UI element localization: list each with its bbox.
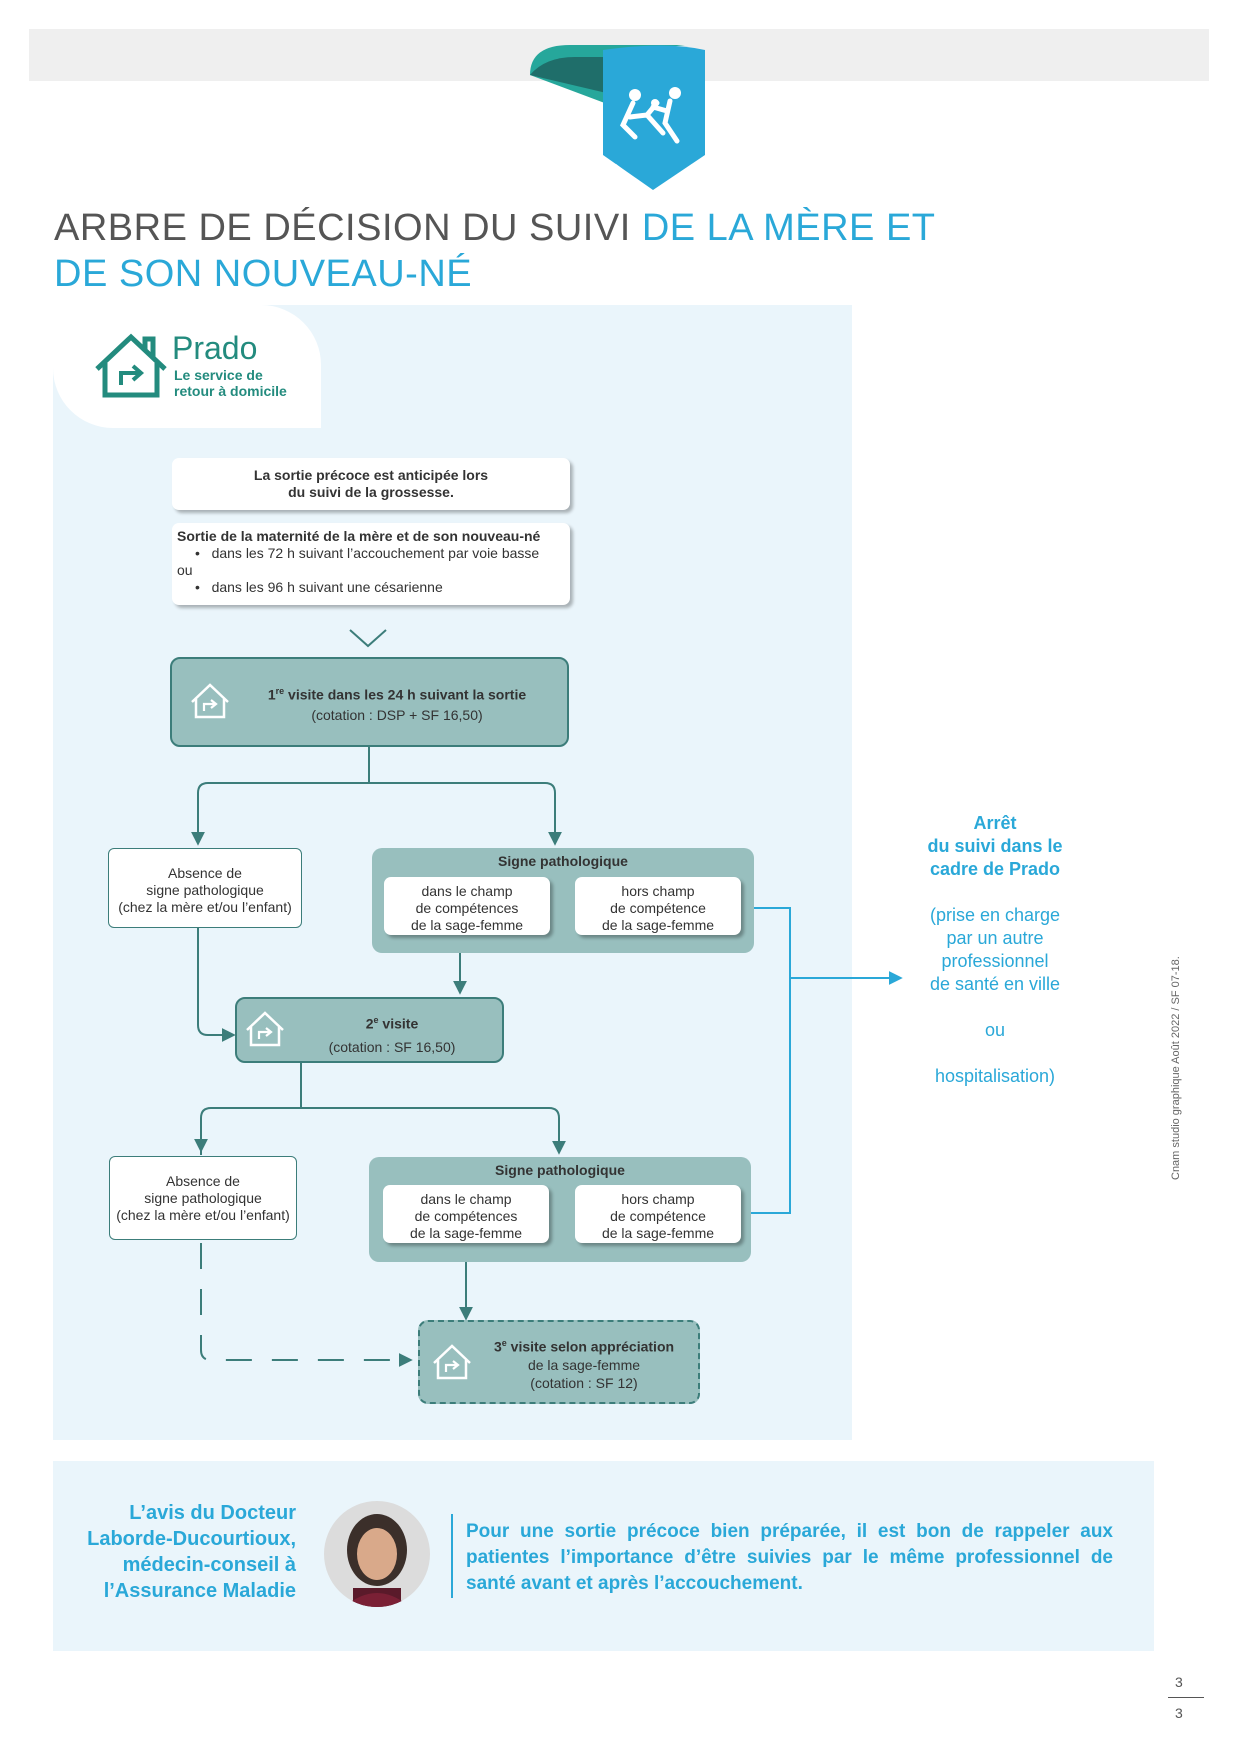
pathology1-title: Signe pathologique — [498, 853, 628, 869]
author-line3: médecin-conseil à — [122, 1554, 296, 1576]
stop-or: ou — [984, 1020, 1006, 1040]
stop-paren3: professionnel — [941, 951, 1049, 971]
in1-line2: de compétences — [415, 900, 519, 916]
stop-paren2: par un autre — [946, 928, 1044, 948]
stop-paren5: hospitalisation) — [934, 1066, 1056, 1086]
title-line2: DE SON NOUVEAU-NÉ — [54, 253, 473, 295]
doctor-note — [53, 1461, 1154, 1651]
prado-tagline-line1: Le service de — [174, 367, 263, 383]
out1-line1: hors champ — [621, 883, 695, 899]
absence-box-1: Absence de signe pathologique (chez la m… — [108, 848, 302, 928]
visit2-box: 2e visite (cotation : SF 16,50) — [235, 997, 504, 1063]
in1-line1: dans le champ — [421, 883, 513, 899]
visit1-box: 1re visite dans les 24 h suivant la sort… — [170, 657, 569, 747]
prado-name: Prado — [172, 330, 258, 366]
absence1-line3: (chez la mère et/ou l’enfant) — [118, 899, 292, 915]
anticipation-line2: du suivi de la grossesse. — [288, 484, 454, 500]
stop-follow-up: Arrêt du suivi dans le cadre de Prado (p… — [900, 812, 1090, 1088]
quote-author: L’avis du Docteur Laborde-Ducourtioux, m… — [70, 1500, 296, 1604]
quote-text: Pour une sortie précoce bien préparée, i… — [466, 1521, 1113, 1594]
quote-divider — [451, 1514, 453, 1598]
author-line1: L’avis du Docteur — [129, 1502, 296, 1524]
visit3-cotation: (cotation : SF 12) — [530, 1374, 638, 1391]
absence-box-2: Absence de signe pathologique (chez la m… — [109, 1156, 297, 1240]
in2-line1: dans le champ — [420, 1191, 512, 1207]
out1-line2: de compétence — [610, 900, 706, 916]
anticipation-line1: La sortie précoce est anticipée lors — [253, 467, 489, 483]
discharge-box: Sortie de la maternité de la mère et de … — [172, 523, 570, 605]
family-running-icon — [530, 45, 705, 195]
page-title: ARBRE DE DÉCISION DU SUIVI DE LA MÈRE ET… — [54, 205, 954, 297]
visit2-title: visite — [378, 1015, 419, 1032]
title-part1: ARBRE DE DÉCISION DU SUIVI — [54, 207, 642, 249]
house-arrow-icon — [191, 683, 229, 719]
absence2-line1: Absence de — [166, 1173, 240, 1189]
stop-paren4: de santé en ville — [929, 974, 1061, 994]
absence2-line3: (chez la mère et/ou l’enfant) — [116, 1207, 290, 1223]
in1-line3: de la sage-femme — [410, 917, 524, 933]
visit3-ordinal: 3 — [493, 1338, 502, 1355]
bullet-1: • — [195, 545, 200, 561]
in2-line2: de compétences — [414, 1208, 518, 1224]
stop-paren1: (prise en charge — [929, 905, 1061, 925]
author-line2: Laborde-Ducourtioux, — [87, 1528, 296, 1550]
absence1-line2: signe pathologique — [146, 882, 264, 898]
out2-line3: de la sage-femme — [601, 1225, 715, 1241]
discharge-bullet1: dans les 72 h suivant l’accouchement par… — [211, 545, 540, 561]
stop-line2: du suivi dans le — [927, 836, 1063, 856]
visit3-line2: de la sage-femme — [527, 1356, 641, 1373]
discharge-bullet2: dans les 96 h suivant une césarienne — [211, 579, 443, 595]
page-number-divider — [1168, 1697, 1204, 1698]
visit1-title: visite dans les 24 h suivant la sortie — [284, 686, 527, 703]
prado-tagline-line2: retour à domicile — [174, 383, 287, 399]
pathology2-title: Signe pathologique — [495, 1162, 625, 1178]
page-number-top: 3 — [1175, 1674, 1183, 1690]
house-arrow-icon — [433, 1344, 471, 1380]
house-arrow-icon — [246, 1011, 284, 1047]
credits: Cnam studio graphique Août 2022 / SF 07-… — [1170, 956, 1182, 1180]
house-arrow-icon — [95, 333, 167, 398]
absence2-line2: signe pathologique — [144, 1190, 262, 1206]
anticipation-box: La sortie précoce est anticipée lors du … — [172, 458, 570, 510]
visit1-cotation: (cotation : DSP + SF 16,50) — [311, 706, 483, 723]
in2-line3: de la sage-femme — [409, 1225, 523, 1241]
page-number-bottom: 3 — [1175, 1705, 1183, 1721]
discharge-or: ou — [177, 562, 193, 578]
stop-line1: Arrêt — [973, 813, 1017, 833]
visit1-sup: re — [275, 686, 285, 696]
visit2-ordinal: 2 — [365, 1015, 374, 1032]
visit3-title: visite selon appréciation — [506, 1338, 675, 1355]
visit1-ordinal: 1 — [267, 686, 276, 703]
avatar — [324, 1501, 430, 1607]
prado-tagline: Le service de retour à domicile — [174, 367, 314, 399]
out2-line2: de compétence — [610, 1208, 706, 1224]
visit3-box: 3e visite selon appréciation de la sage-… — [418, 1320, 700, 1404]
visit3-sup: e — [501, 1338, 507, 1348]
visit2-cotation: (cotation : SF 16,50) — [328, 1038, 456, 1055]
author-line4: l’Assurance Maladie — [103, 1580, 296, 1602]
out1-line3: de la sage-femme — [601, 917, 715, 933]
title-part2: DE LA MÈRE ET — [641, 207, 936, 249]
visit2-sup: e — [373, 1015, 379, 1025]
bullet-2: • — [195, 579, 200, 595]
out2-line1: hors champ — [621, 1191, 695, 1207]
absence1-line1: Absence de — [168, 865, 242, 881]
stop-line3: cadre de Prado — [929, 859, 1061, 879]
discharge-title: Sortie de la maternité de la mère et de … — [177, 528, 541, 544]
